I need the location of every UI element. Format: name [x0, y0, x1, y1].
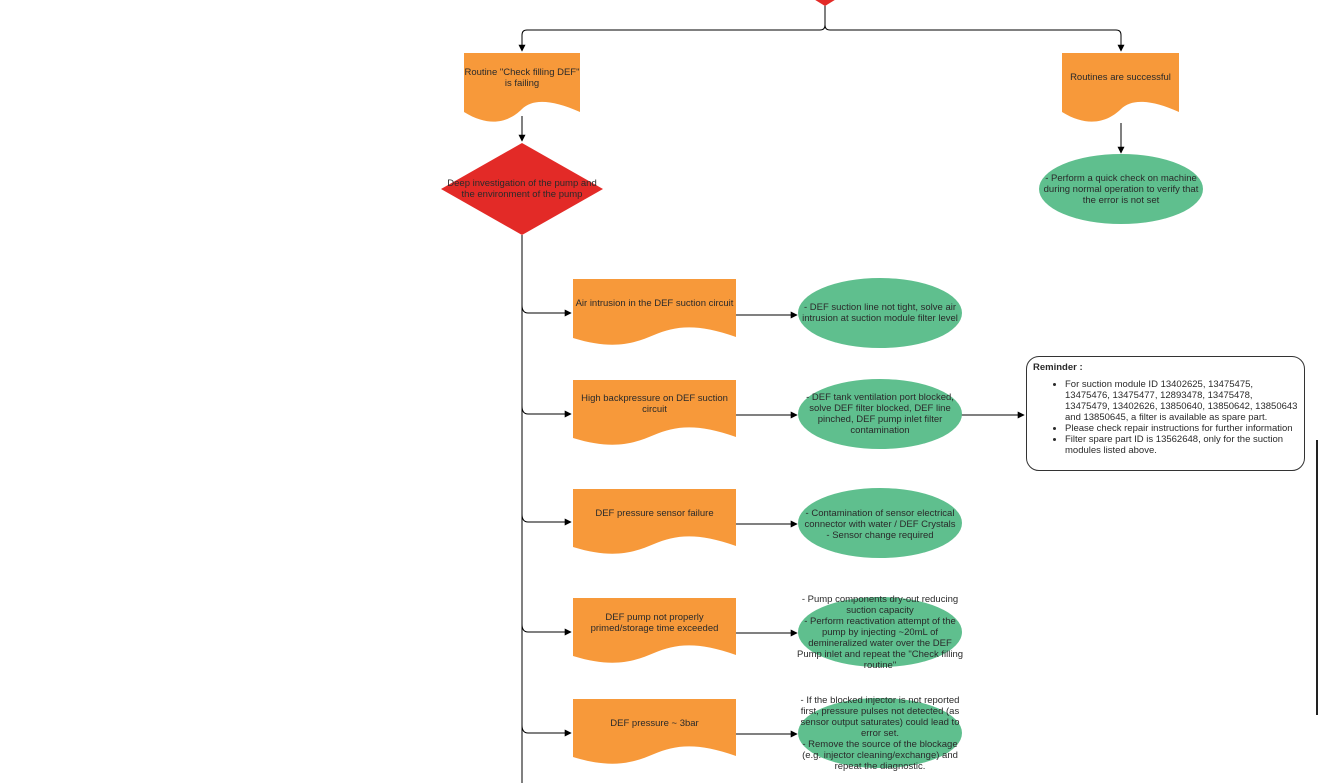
scroll-edge-line — [1316, 440, 1318, 715]
label-quick-check: - Perform a quick check on machine durin… — [1043, 172, 1199, 206]
label-air-intrusion: Air intrusion in the DEF suction circuit — [575, 297, 734, 309]
connector-top-right — [824, 24, 1125, 52]
connector-to-sensor-failure — [521, 513, 572, 526]
process-shape-not-primed — [573, 598, 736, 663]
reminder-title: Reminder : — [1033, 362, 1083, 373]
action-ellipse-air-intrusion — [798, 278, 962, 348]
label-not-primed-action: - Pump components dry-out reducing sucti… — [796, 593, 964, 671]
connector-to-backpressure — [521, 405, 572, 418]
label-successful: Routines are successful — [1070, 71, 1171, 83]
label-failing: Routine "Check filling DEF" is failing — [464, 67, 580, 89]
reminder-note: Reminder : For suction module ID 1340262… — [1026, 356, 1305, 471]
label-backpressure-action: - DEF tank ventilation port blocked, sol… — [806, 392, 954, 436]
action-ellipse-backpressure — [798, 379, 962, 449]
label-deep-investigation: Deep investigation of the pump and the e… — [447, 178, 597, 200]
process-shape-sensor-failure — [573, 489, 736, 554]
action-ellipse-not-primed — [798, 597, 962, 667]
reminder-item: Filter spare part ID is 13562648, only f… — [1065, 434, 1298, 456]
reminder-item: For suction module ID 13402625, 13475475… — [1065, 379, 1298, 423]
reminder-item: Please check repair instructions for fur… — [1065, 423, 1298, 434]
process-shape-air-intrusion — [573, 279, 736, 345]
process-shape-backpressure — [573, 380, 736, 445]
action-ellipse-sensor — [798, 488, 962, 558]
connectors — [518, 5, 1125, 783]
label-sensor-action: - Contamination of sensor electrical con… — [804, 507, 956, 541]
label-sensor-failure: DEF pressure sensor failure — [595, 507, 714, 519]
decision-diamond-investigation — [441, 143, 603, 235]
label-backpressure: High backpressure on DEF suction circuit — [581, 393, 728, 415]
reminder-list: For suction module ID 13402625, 13475475… — [1033, 379, 1298, 456]
connector-to-air-intrusion — [521, 304, 572, 317]
label-not-primed: DEF pump not properly primed/storage tim… — [590, 612, 719, 634]
process-shape-pressure-3bar — [573, 699, 736, 764]
connector-to-not-primed — [521, 623, 572, 636]
decision-diamond-top — [815, 0, 835, 6]
action-ellipse-quick-check — [1039, 154, 1203, 224]
label-air-intrusion-action: - DEF suction line not tight, solve air … — [802, 302, 958, 324]
process-shape-successful — [1062, 53, 1179, 122]
process-shape-failing — [464, 53, 580, 122]
label-pressure-3bar-action: - If the blocked injector is not reporte… — [800, 694, 960, 772]
label-pressure-3bar: DEF pressure ~ 3bar — [610, 717, 699, 729]
connector-to-pressure-3bar — [521, 724, 572, 737]
connector-top-split — [518, 5, 826, 52]
action-ellipse-pressure-3bar — [798, 698, 962, 768]
